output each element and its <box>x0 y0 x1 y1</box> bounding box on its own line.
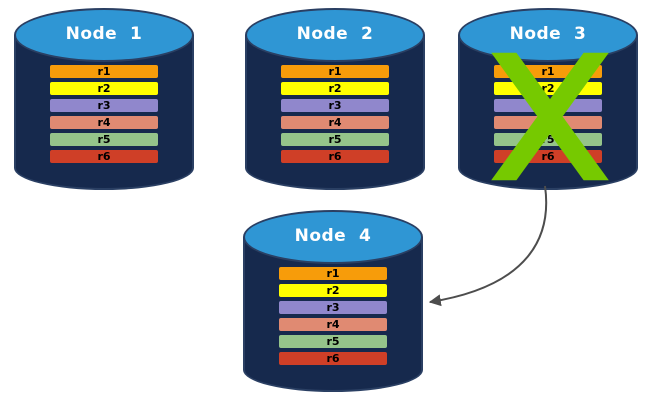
record-bar: r1 <box>279 267 387 280</box>
cylinder-top <box>14 8 194 62</box>
record-bar: r5 <box>281 133 389 146</box>
record-bar: r5 <box>494 133 602 146</box>
failover-arrow <box>428 185 548 307</box>
record-bar: r6 <box>281 150 389 163</box>
cylinder-top <box>458 8 638 62</box>
record-list: r1 r2 r3 r4 r5 r6 <box>245 65 425 167</box>
record-bar: r5 <box>50 133 158 146</box>
cylinder-top <box>243 210 423 264</box>
record-bar: r1 <box>494 65 602 78</box>
record-bar: r4 <box>281 116 389 129</box>
record-bar: r3 <box>281 99 389 112</box>
record-bar: r6 <box>279 352 387 365</box>
cylinder-body <box>245 35 425 190</box>
record-bar: r5 <box>279 335 387 348</box>
record-bar: r1 <box>50 65 158 78</box>
record-bar: r6 <box>494 150 602 163</box>
record-list: r1 r2 r3 r4 r5 r6 <box>14 65 194 167</box>
record-list: r1 r2 r3 r4 r5 r6 <box>458 65 638 167</box>
record-bar: r2 <box>279 284 387 297</box>
record-bar: r4 <box>494 116 602 129</box>
cylinder-body <box>243 237 423 392</box>
record-bar: r2 <box>50 82 158 95</box>
record-bar: r4 <box>50 116 158 129</box>
record-bar: r3 <box>50 99 158 112</box>
record-bar: r1 <box>281 65 389 78</box>
record-bar: r6 <box>50 150 158 163</box>
record-bar: r4 <box>279 318 387 331</box>
record-list: r1 r2 r3 r4 r5 r6 <box>243 267 423 369</box>
record-bar: r2 <box>494 82 602 95</box>
record-bar: r2 <box>281 82 389 95</box>
record-bar: r3 <box>279 301 387 314</box>
cylinder-top <box>245 8 425 62</box>
record-bar: r3 <box>494 99 602 112</box>
